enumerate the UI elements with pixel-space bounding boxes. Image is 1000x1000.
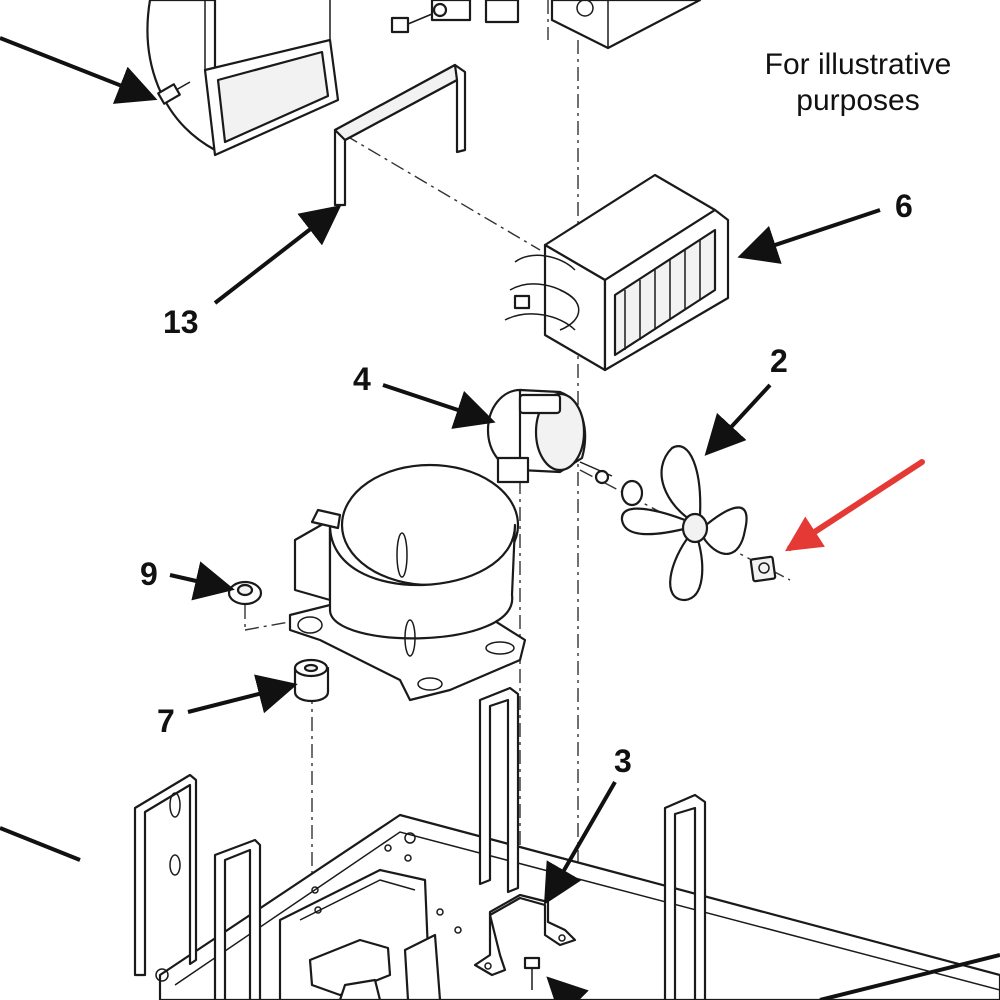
blower-housing (146, 0, 340, 157)
red-highlight-arrow (784, 459, 925, 552)
arrow-6 (737, 208, 881, 264)
top-switch-parts (390, 0, 520, 34)
housing-screw (157, 81, 191, 105)
arrow-right-edge (819, 953, 1000, 1000)
callout-7: 7 (157, 703, 175, 739)
callout-labels: 13 6 4 2 9 7 3 (140, 188, 913, 779)
condenser-fins (624, 240, 701, 350)
arrow-2 (704, 383, 772, 456)
leader-arrows (0, 36, 1000, 1000)
control-box (550, 0, 702, 50)
fan-washer (620, 479, 644, 507)
part-2-fan-blade (620, 445, 748, 602)
callout-6: 6 (895, 188, 913, 224)
arrow-3 (543, 780, 617, 905)
illustrative-note: For illustrative purposes (765, 48, 952, 117)
callout-3: 3 (614, 743, 632, 779)
arrow-bottom (546, 976, 589, 1000)
base-chassis (133, 686, 1000, 1000)
callout-2: 2 (770, 343, 788, 379)
arrow-left-edge (0, 826, 81, 862)
note-line-2: purposes (796, 84, 919, 117)
part-6-condenser (504, 173, 730, 372)
coil-tubes (504, 254, 580, 331)
arrow-9 (169, 561, 235, 601)
part-9-nut (227, 580, 263, 606)
callout-9: 9 (140, 556, 158, 592)
arrow-4 (382, 383, 496, 429)
callout-13: 13 (163, 304, 199, 340)
part-7-grommet (293, 658, 330, 703)
compressor (288, 463, 527, 702)
arrow-to-housing-screw (0, 36, 158, 104)
part-4-fan-motor (486, 388, 613, 485)
part-13-bracket (333, 63, 467, 207)
callout-4: 4 (353, 361, 371, 397)
arrow-7 (187, 674, 298, 714)
highlighted-nut (749, 555, 777, 583)
arrow-13 (213, 205, 342, 305)
note-line-1: For illustrative (765, 48, 952, 81)
